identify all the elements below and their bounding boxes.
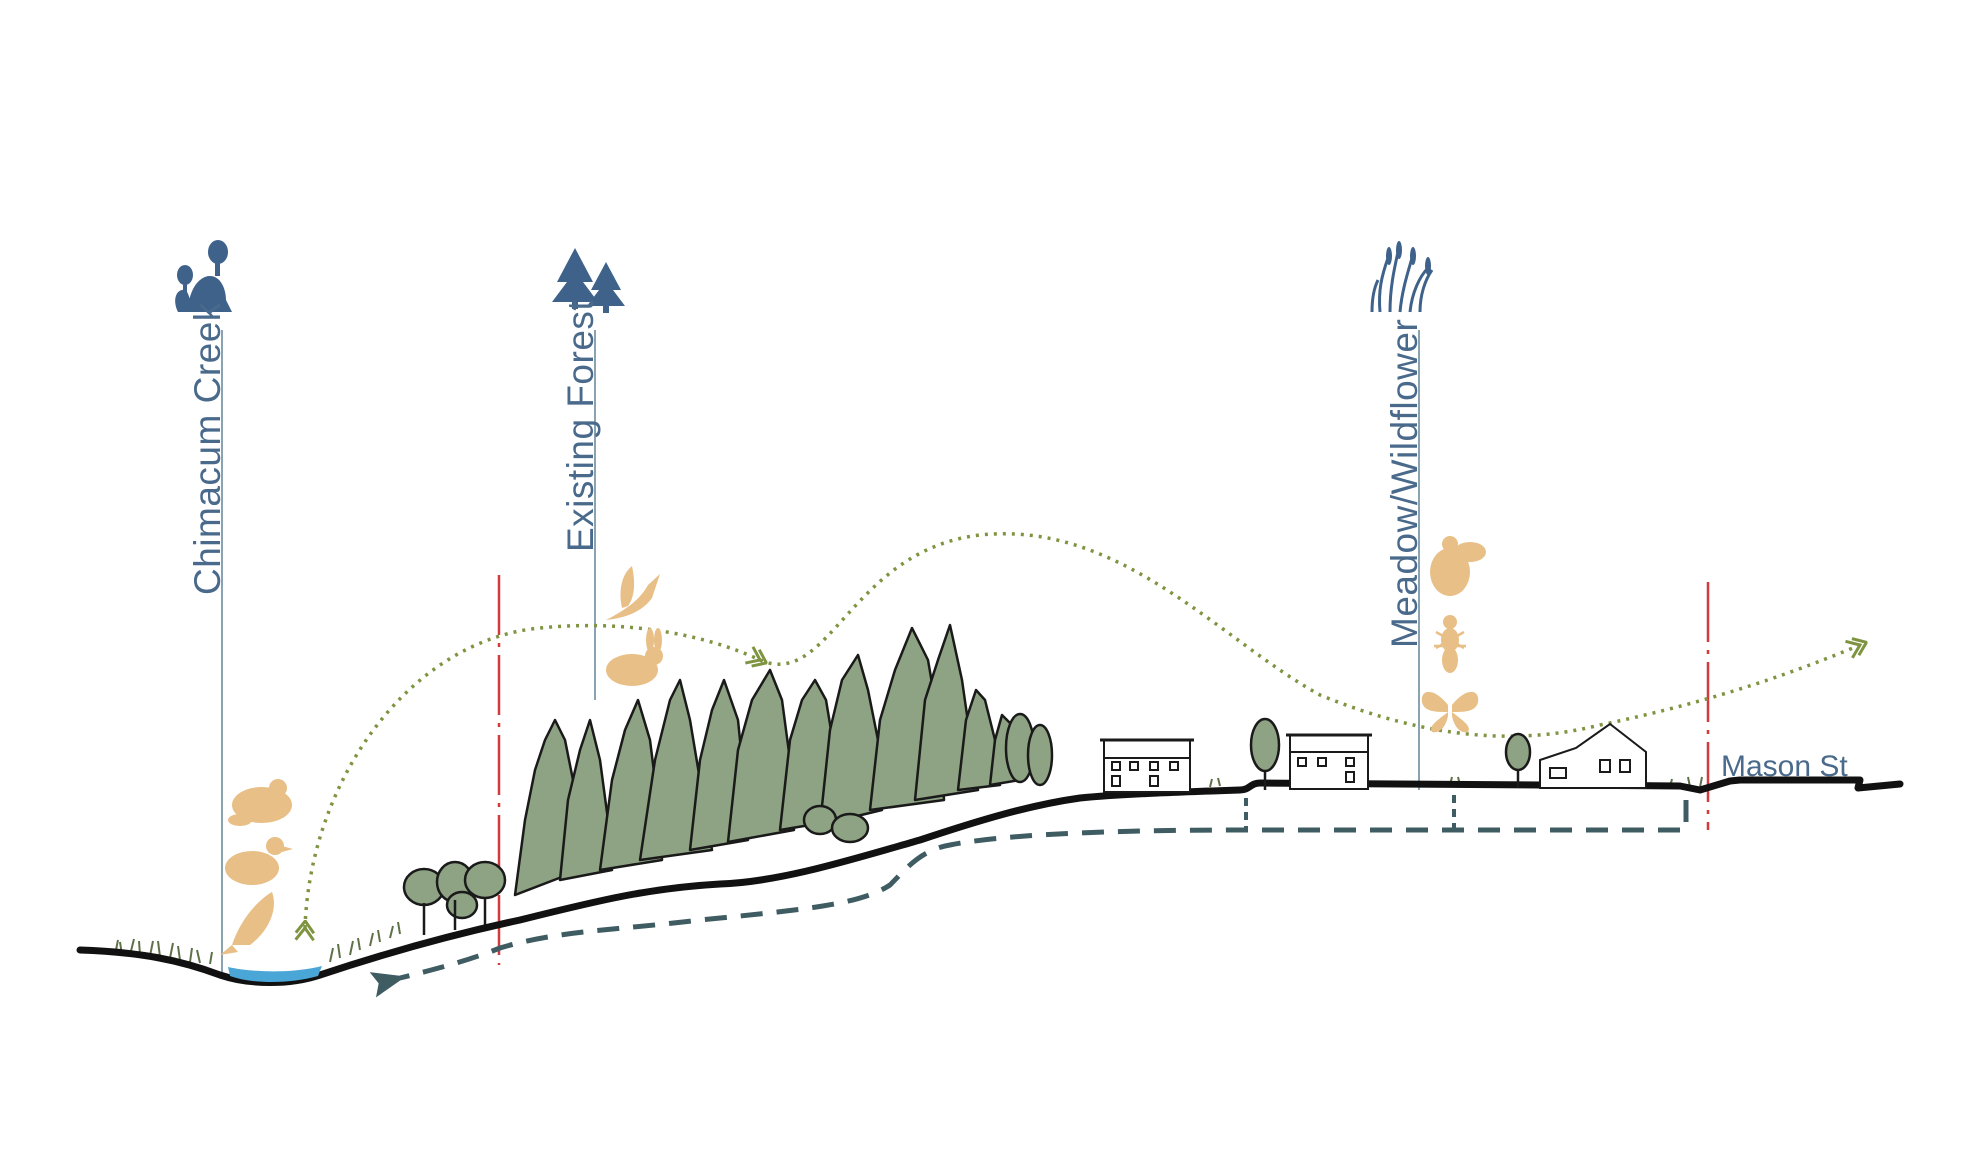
forest-trees — [402, 623, 1054, 920]
creek-water — [228, 966, 322, 982]
ground-profile — [76, 776, 1904, 986]
house-3 — [1539, 722, 1647, 789]
squirrel-tree-icon — [175, 240, 232, 312]
ant-icon — [1434, 615, 1466, 673]
pine-trees-icon — [552, 248, 625, 313]
salmon-icon — [220, 892, 274, 955]
forest-trunks — [422, 897, 487, 935]
building-2 — [1286, 733, 1372, 790]
drainage-flow-path — [369, 800, 1689, 998]
wildlife-migration-path-2 — [759, 532, 1860, 738]
frog-icon — [228, 779, 292, 826]
street-label: Mason St — [1721, 750, 1848, 783]
zone-label-forest: Existing Forest — [560, 300, 601, 552]
wildlife-migration-path — [305, 623, 760, 928]
street-trees — [1249, 717, 1532, 790]
duck-icon — [225, 837, 293, 885]
zone-label-meadow: Meadow/Wildflower — [1384, 319, 1425, 648]
bird-icon — [606, 566, 660, 620]
building-1 — [1100, 738, 1194, 793]
bee-icon — [1430, 536, 1486, 596]
zone-label-creek: Chimacum Creek — [187, 302, 228, 595]
reeds-grass-icon — [1370, 241, 1434, 313]
ground-grasses — [114, 776, 1703, 965]
butterfly-icon — [1421, 691, 1479, 733]
rabbit-icon — [606, 628, 663, 686]
